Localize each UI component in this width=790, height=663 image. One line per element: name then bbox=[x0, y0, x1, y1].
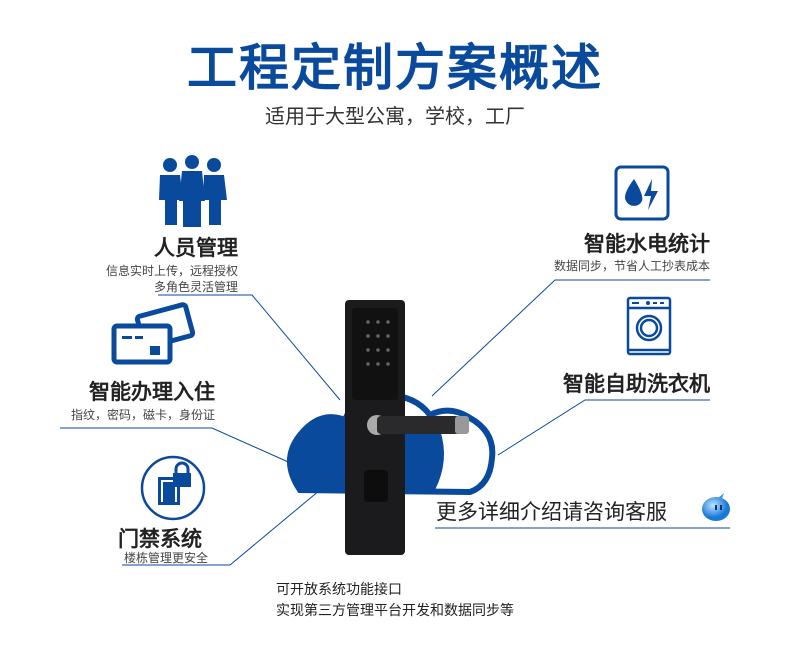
staff-desc-2: 多角色灵活管理 bbox=[153, 280, 238, 294]
bottom-note-1: 可开放系统功能接口 bbox=[276, 582, 402, 598]
chat-bubble-icon[interactable] bbox=[700, 492, 732, 522]
card-icon bbox=[110, 302, 196, 367]
water-electric-icon bbox=[614, 165, 670, 221]
access-desc: 楼栋管理更安全 bbox=[124, 551, 209, 565]
door-lock-icon bbox=[140, 455, 206, 521]
utility-title: 智能水电统计 bbox=[584, 232, 710, 256]
bottom-note-2: 实现第三方管理平台开发和数据同步等 bbox=[276, 603, 514, 619]
laundry-title: 智能自助洗衣机 bbox=[563, 372, 710, 396]
smart-lock-image bbox=[345, 300, 469, 555]
staff-title: 人员管理 bbox=[154, 236, 238, 260]
staff-desc-1: 信息实时上传，远程授权 bbox=[105, 264, 238, 278]
access-title: 门禁系统 bbox=[118, 527, 202, 551]
page-subtitle: 适用于大型公寓，学校，工厂 bbox=[265, 104, 525, 128]
utility-desc: 数据同步，节省人工抄表成本 bbox=[553, 259, 710, 273]
checkin-title: 智能办理入住 bbox=[89, 380, 215, 404]
page-title: 工程定制方案概述 bbox=[187, 39, 603, 97]
cloud-graphic bbox=[287, 391, 496, 496]
washing-machine-icon bbox=[626, 296, 672, 356]
checkin-desc: 指纹，密码，磁卡，身份证 bbox=[70, 408, 215, 422]
people-icon bbox=[155, 155, 230, 227]
contact-customer-service[interactable]: 更多详细介绍请咨询客服 bbox=[436, 500, 667, 524]
